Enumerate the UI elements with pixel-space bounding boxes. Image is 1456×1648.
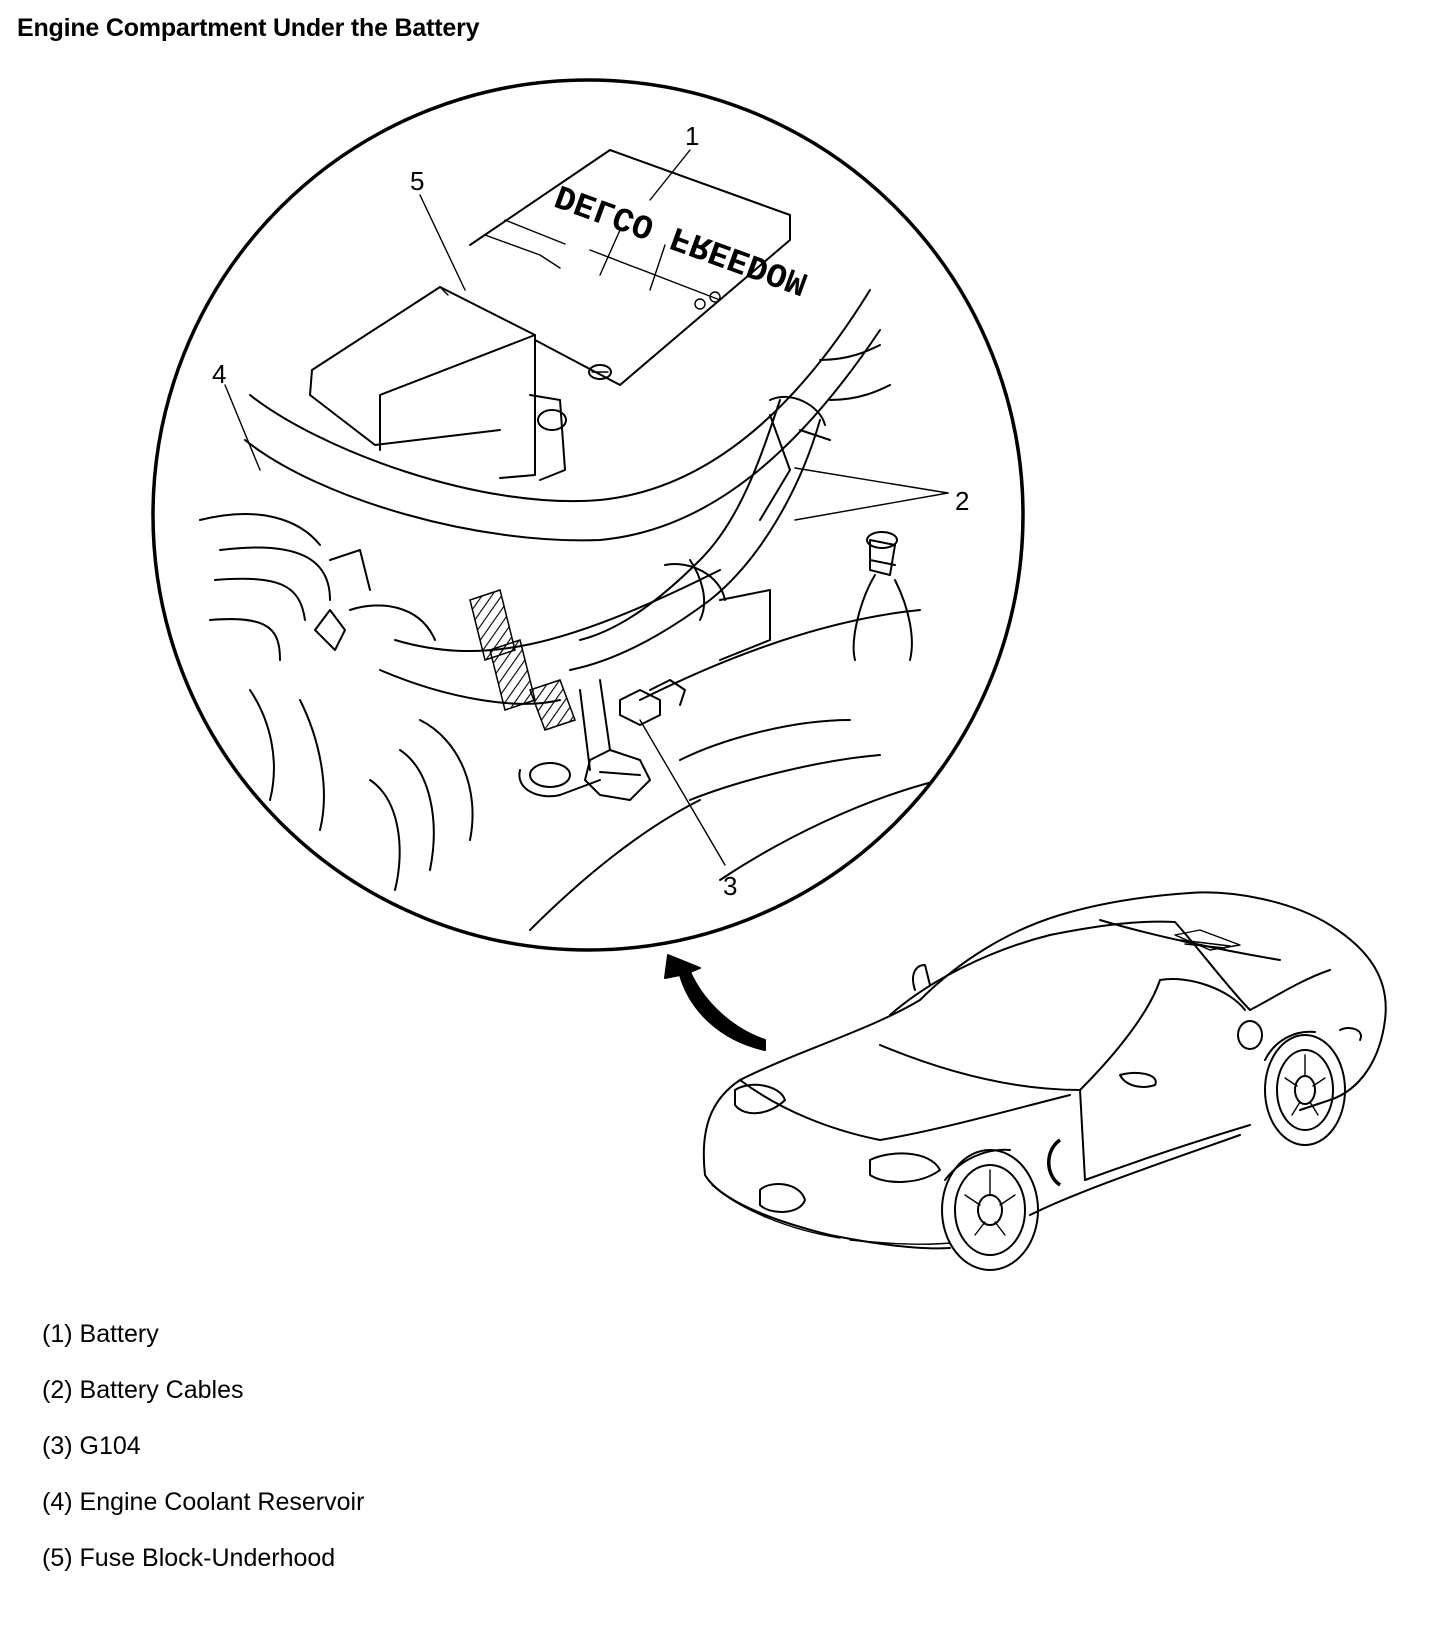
car-illustration [702,891,1387,1271]
legend-text: Fuse Block-Underhood [79,1544,336,1572]
legend-text: Battery Cables [79,1376,244,1404]
legend-number: (5) [42,1544,73,1572]
legend-item: (1) Battery [42,1318,364,1374]
battery-brand-text: DELCO FREEDOM [551,175,813,301]
legend-text: Battery [79,1320,159,1348]
callout-4: 4 [212,359,226,389]
reservoir-cap [852,531,913,661]
legend-text: G104 [79,1432,141,1460]
battery: DELCO FREEDOM [469,149,813,386]
rear-wheel [1264,1030,1346,1146]
ground-g104 [469,589,686,801]
legend-item: (2) Battery Cables [42,1374,364,1430]
legend-number: (4) [42,1488,73,1516]
battery-tray [244,289,881,542]
callout-1: 1 [685,121,699,151]
callout-2: 2 [955,486,969,516]
legend-item: (5) Fuse Block-Underhood [42,1542,364,1598]
legend-number: (3) [42,1432,73,1460]
front-wheel [941,1148,1039,1271]
callout-leaders [224,149,949,866]
coolant-reservoir [199,513,436,661]
pointer-arrow [664,954,766,1051]
lower-engine-lines [249,569,941,931]
legend-text: Engine Coolant Reservoir [79,1488,365,1516]
fuse-block [309,286,536,479]
legend-number: (2) [42,1376,73,1404]
legend-item: (3) G104 [42,1430,364,1486]
engine-compartment-diagram: DELCO FREEDOM [151,78,1387,1271]
page-title: Engine Compartment Under the Battery [17,14,480,42]
detail-circle: DELCO FREEDOM [151,78,1025,952]
battery-cables [569,344,891,671]
callout-3: 3 [723,871,737,901]
legend-item: (4) Engine Coolant Reservoir [42,1486,364,1542]
legend-number: (1) [42,1320,73,1348]
callout-5: 5 [410,166,424,196]
detail-circle-outline [151,78,1025,952]
legend-list: (1) Battery (2) Battery Cables (3) G104 … [42,1318,364,1598]
